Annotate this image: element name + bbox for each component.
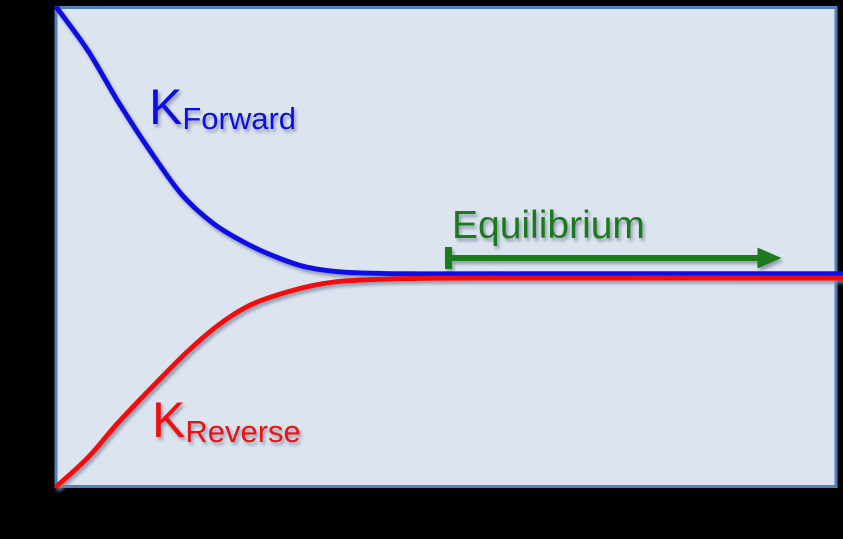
kreverse-label-base: K xyxy=(152,392,186,448)
equilibrium-label: Equilibrium xyxy=(452,204,645,247)
kforward-label-subscript: Forward xyxy=(182,101,297,136)
kreverse-label: KReverse xyxy=(152,395,301,447)
kforward-curve xyxy=(54,5,843,277)
equilibrium-arrowhead-icon xyxy=(757,247,782,269)
kforward-label: KForward xyxy=(149,82,296,134)
kforward-label-base: K xyxy=(149,79,183,135)
equilibrium-arrow xyxy=(445,246,782,269)
kreverse-curve xyxy=(54,275,843,489)
kreverse-label-subscript: Reverse xyxy=(185,414,301,449)
